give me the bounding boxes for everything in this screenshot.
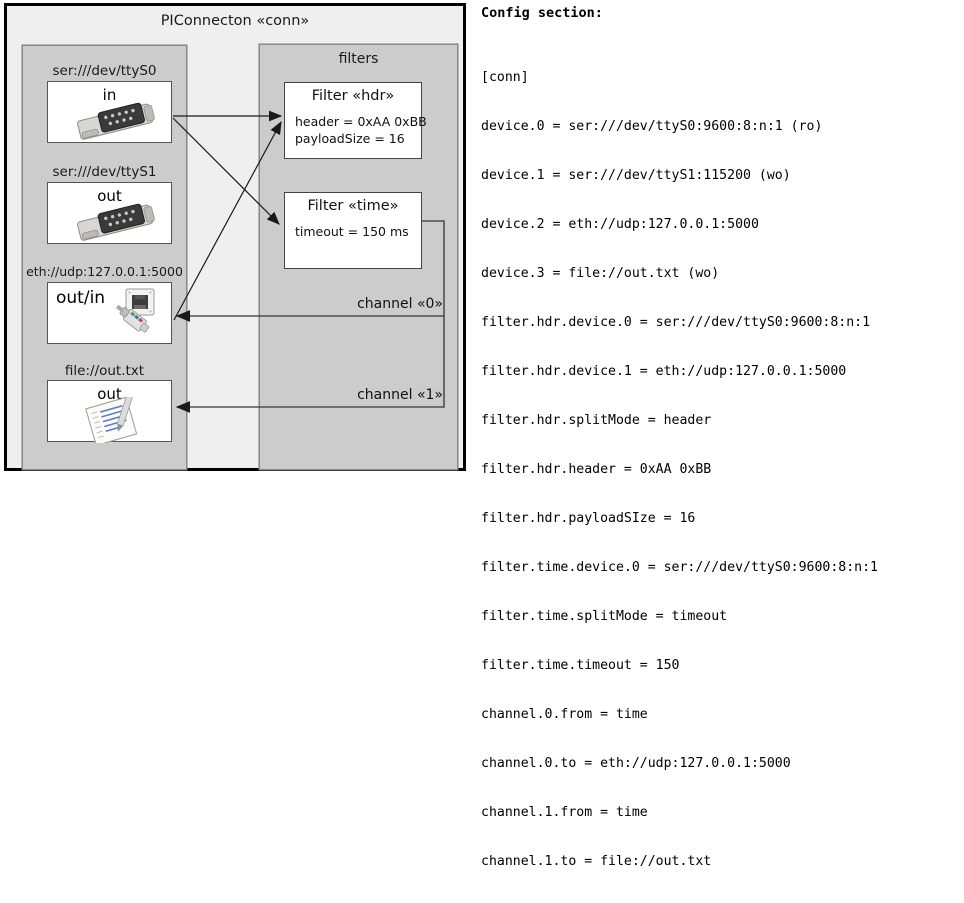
filter-time-title: Filter «time» [307,198,399,214]
config-line: filter.hdr.device.0 = ser:///dev/ttyS0:9… [481,314,871,330]
device-card-title-out: out [97,187,122,205]
filters-group-title: filters [338,51,379,67]
device-label-eth: eth://udp:127.0.0.1:5000 [26,264,183,279]
ethernet-plug-icon [110,286,170,348]
filter-card-time[interactable]: Filter «time» timeout = 150 ms [284,192,422,269]
config-line: filter.time.timeout = 150 [481,658,680,674]
filter-time-attr-timeout: timeout = 150 ms [295,224,409,239]
config-line: filter.time.splitMode = timeout [481,609,728,625]
filter-hdr-attr-payloadsize: payloadSize = 16 [295,131,405,146]
config-line: channel.0.from = time [481,707,648,723]
config-line: device.0 = ser:///dev/ttyS0:9600:8:n:1 (… [481,118,823,134]
component-diagram: PIConnecton «conn» filters ser:///dev/tt… [4,3,466,471]
filter-hdr-attr-header: header = 0xAA 0xBB [295,114,427,129]
serial-connector-icon [70,100,162,146]
device-label-file: file://out.txt [64,363,145,379]
config-listing[interactable]: [conn] device.0 = ser:///dev/ttyS0:9600:… [481,37,961,903]
filter-hdr-title: Filter «hdr» [311,88,395,104]
device-card-ttyS1[interactable]: out [47,182,172,244]
serial-connector-icon [70,201,162,247]
config-line: channel.0.to = eth://udp:127.0.0.1:5000 [481,756,791,772]
config-line: filter.hdr.device.1 = eth://udp:127.0.0.… [481,363,847,379]
config-line: channel.1.to = file://out.txt [481,854,712,870]
config-line: [conn] [481,69,529,85]
device-card-ttyS0[interactable]: in [47,81,172,143]
config-line: filter.hdr.splitMode = header [481,412,712,428]
channel-0-label: channel «0» [357,296,443,312]
config-line: device.2 = eth://udp:127.0.0.1:5000 [481,216,759,232]
config-heading: Config section: [481,5,603,21]
channel-1-label: channel «1» [357,387,443,403]
config-line: device.3 = file://out.txt (wo) [481,265,720,281]
diagram-title: PIConnecton «conn» [160,13,310,29]
config-line: filter.hdr.header = 0xAA 0xBB [481,461,712,477]
config-section: Config section: [conn] device.0 = ser://… [481,5,961,869]
device-card-eth[interactable]: out/in [47,282,172,344]
device-label-ttyS1: ser:///dev/ttyS1 [52,164,157,180]
device-card-title-file-out: out [97,385,122,403]
screenshot-root: PIConnecton «conn» filters ser:///dev/tt… [4,3,961,869]
filter-card-hdr[interactable]: Filter «hdr» header = 0xAA 0xBB payloadS… [284,82,427,159]
config-line: filter.hdr.payloadSIze = 16 [481,510,696,526]
device-card-title-outin: out/in [56,288,106,308]
device-label-ttyS0: ser:///dev/ttyS0 [52,63,157,79]
config-line: channel.1.from = time [481,805,648,821]
device-card-title-in: in [102,86,117,104]
config-line: filter.time.device.0 = ser:///dev/ttyS0:… [481,560,878,575]
device-card-file[interactable]: out [47,380,172,447]
config-line: device.1 = ser:///dev/ttyS1:115200 (wo) [481,167,791,183]
text-document-icon [76,389,156,447]
